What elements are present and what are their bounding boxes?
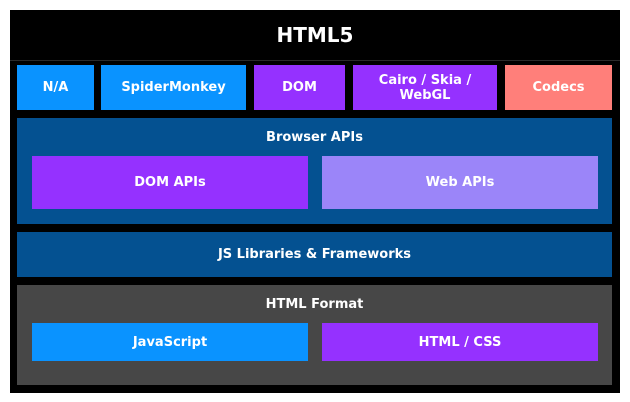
browser-apis-panel: Browser APIs DOM APIs Web APIs <box>17 118 612 224</box>
title-divider <box>10 60 620 61</box>
box-spidermonkey: SpiderMonkey <box>101 65 246 110</box>
box-dom-apis: DOM APIs <box>32 156 308 209</box>
html-format-panel: HTML Format JavaScript HTML / CSS <box>17 285 612 385</box>
box-dom: DOM <box>254 65 345 110</box>
box-javascript: JavaScript <box>32 323 308 361</box>
box-codecs: Codecs <box>505 65 612 110</box>
html5-stack-diagram: HTML5 N/A SpiderMonkey DOM Cairo / Skia … <box>10 10 620 393</box>
box-web-apis: Web APIs <box>322 156 598 209</box>
html-format-label: HTML Format <box>265 297 364 312</box>
box-cairo-skia-webgl: Cairo / Skia / WebGL <box>353 65 497 110</box>
box-na: N/A <box>17 65 94 110</box>
box-html-css: HTML / CSS <box>322 323 598 361</box>
diagram-title: HTML5 <box>276 23 354 47</box>
browser-apis-label: Browser APIs <box>266 130 363 145</box>
js-libraries-frameworks-bar: JS Libraries & Frameworks <box>17 232 612 277</box>
